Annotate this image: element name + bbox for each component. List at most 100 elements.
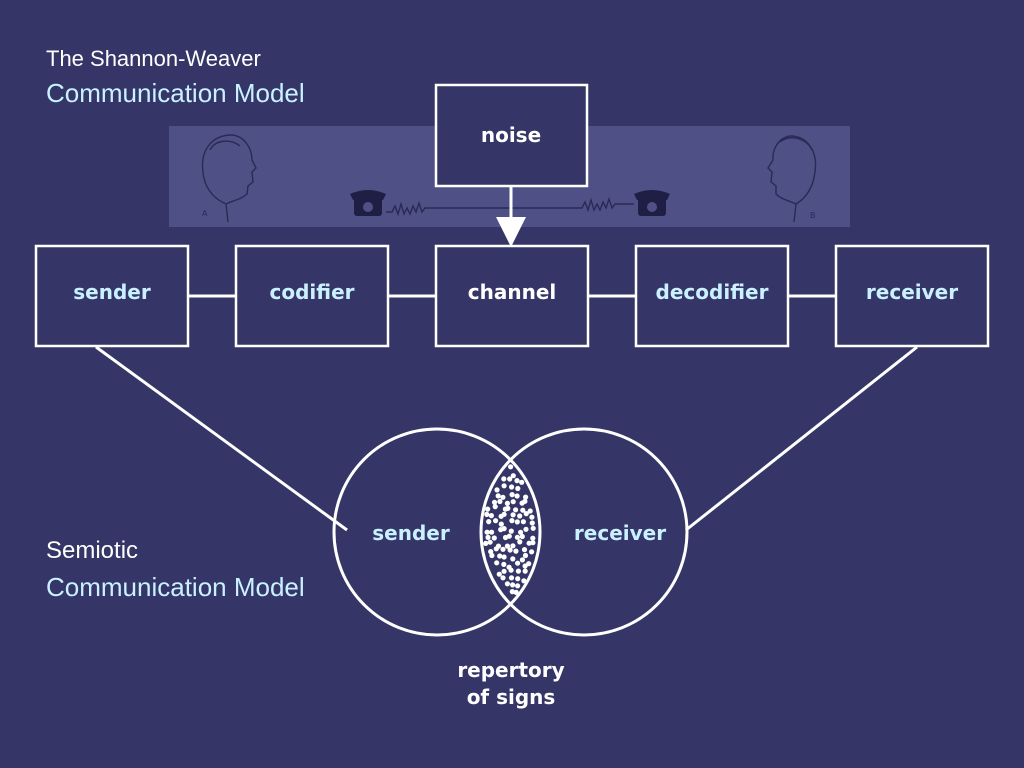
sign-dot (510, 499, 516, 505)
sign-dot (486, 519, 492, 525)
sign-dot (488, 549, 494, 555)
venn-label-sender: sender (372, 521, 450, 545)
sign-dot (500, 546, 506, 552)
chain-label-sender: sender (73, 280, 151, 304)
sign-dot (530, 535, 536, 541)
sign-dot (521, 578, 527, 584)
sign-dot (527, 508, 533, 514)
chain-box-receiver: receiver (834, 244, 990, 348)
repertory-caption-line2: of signs (467, 685, 556, 709)
sign-dot (515, 583, 521, 589)
sign-dot (519, 479, 525, 485)
sign-dot (514, 493, 520, 499)
sign-dot (508, 575, 515, 581)
sign-dot (519, 557, 526, 563)
sign-dot (489, 552, 495, 559)
sign-dot (514, 478, 520, 484)
sign-dot (520, 507, 526, 513)
sign-dot (526, 561, 532, 567)
sign-dot (491, 535, 497, 541)
semiotic-title-line1: Semiotic (46, 537, 139, 564)
chain-box-channel: channel (434, 244, 590, 348)
label-a: A (202, 209, 208, 218)
signal-wire (386, 196, 634, 217)
sign-dot (530, 525, 536, 531)
repertory-caption-line1: repertory (457, 658, 564, 682)
sign-dot (513, 548, 519, 554)
sign-dot (515, 568, 522, 574)
sign-dot (493, 546, 499, 552)
sign-dot (501, 561, 507, 568)
sign-dot (515, 485, 521, 492)
sign-dot (501, 476, 507, 482)
chain-label-codifier: codifier (269, 280, 354, 304)
sign-dot (489, 529, 495, 535)
sign-dot (517, 539, 523, 545)
sender-to-venn-line (95, 345, 348, 532)
sign-dot (501, 568, 507, 574)
label-b: B (810, 211, 816, 220)
sign-dot (507, 547, 513, 553)
sign-dot (500, 575, 506, 581)
sign-dot (508, 567, 514, 573)
sign-dot (508, 464, 514, 470)
sign-dot (494, 560, 500, 566)
sign-dot (518, 529, 524, 535)
chain-label-receiver: receiver (866, 280, 958, 304)
sign-dot (514, 519, 520, 525)
header-title-line1: The Shannon-Weaver (46, 46, 261, 71)
sign-dot (514, 534, 521, 540)
sign-dot (494, 487, 500, 493)
sign-dot (510, 543, 516, 549)
sign-dot (509, 484, 515, 490)
sign-dot (510, 473, 516, 479)
sign-dot (523, 494, 529, 500)
sign-dot (485, 506, 491, 512)
sign-dot (485, 534, 491, 541)
sign-dot (491, 499, 498, 505)
sign-dot (487, 539, 493, 545)
venn-label-receiver: receiver (574, 521, 666, 545)
telephone-left-icon (350, 190, 386, 216)
venn-sender-circle (332, 427, 542, 637)
chain-label-decodifier: decodifier (656, 280, 769, 304)
sign-dot (522, 498, 528, 504)
sign-dot (523, 526, 529, 532)
noise-box (434, 83, 589, 188)
chain-label-channel: channel (468, 280, 557, 304)
sign-dot (507, 476, 513, 482)
sign-dot (501, 554, 507, 560)
sign-dot (529, 514, 535, 520)
sign-dot (515, 576, 521, 582)
person-a-sketch: A (201, 134, 257, 223)
sign-dot (495, 493, 501, 499)
sign-dot (483, 540, 489, 547)
sign-dot (530, 540, 536, 546)
venn-receiver-circle (479, 427, 689, 637)
sign-dot (522, 568, 528, 574)
semiotic-title-line2: Communication Model (46, 572, 305, 602)
sign-dot (504, 543, 510, 549)
sign-dot (529, 549, 535, 555)
sign-dot (513, 507, 519, 513)
person-b-sketch: B (767, 135, 817, 223)
sign-dot (498, 521, 504, 527)
sign-dot (520, 519, 527, 525)
repertory-overlap (483, 464, 536, 596)
sign-dot (497, 498, 503, 505)
chain-box-decodifier: decodifier (634, 244, 790, 348)
sign-dot (521, 547, 528, 553)
sign-dot (504, 581, 510, 587)
sign-dot (501, 483, 507, 489)
sign-dot (509, 492, 515, 498)
chain-box-codifier: codifier (234, 244, 390, 348)
sign-dot (515, 560, 521, 566)
sign-dot (488, 513, 494, 519)
receiver-to-venn-line (685, 345, 918, 532)
sign-dot (510, 512, 516, 518)
sign-dot (517, 513, 523, 519)
sign-dot (505, 505, 511, 511)
sign-dot (501, 511, 507, 517)
sign-dot (500, 494, 506, 500)
